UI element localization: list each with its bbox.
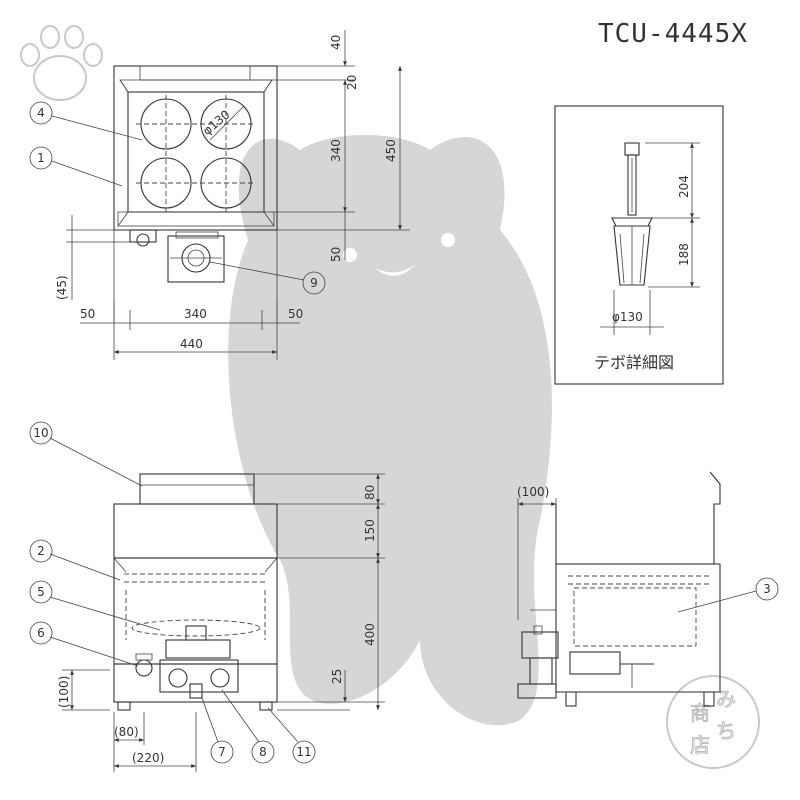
stamp-char-2: ち <box>716 719 736 743</box>
callout-8: 8 <box>221 689 275 764</box>
dim-basket-188: 188 <box>677 243 691 266</box>
svg-text:11: 11 <box>296 745 311 759</box>
shop-stamp-icon: 商 み ち 店 <box>666 675 760 769</box>
dim-basket-dia: φ130 <box>612 310 643 324</box>
svg-text:1: 1 <box>37 151 45 165</box>
dim-bottom-50: 50 <box>329 247 343 262</box>
svg-text:3: 3 <box>763 582 771 596</box>
callout-11: 11 <box>267 707 316 764</box>
front-view-dimensions <box>62 473 385 772</box>
svg-text:10: 10 <box>33 426 48 440</box>
cat-face-icon <box>343 233 455 276</box>
svg-text:6: 6 <box>37 626 45 640</box>
svg-text:2: 2 <box>37 544 45 558</box>
dim-width-340: 340 <box>184 307 207 321</box>
dim-height-450: 450 <box>384 139 398 162</box>
callout-4: 4 <box>29 101 143 141</box>
detail-caption: テボ詳細図 <box>594 353 674 372</box>
dim-height-340: 340 <box>329 139 343 162</box>
cat-watermark-icon <box>228 135 552 726</box>
top-view-dimensions <box>66 30 410 360</box>
dim-side-45: (45) <box>55 275 69 300</box>
model-title: TCU-4445X <box>598 19 748 49</box>
stamp-char-4: 店 <box>690 733 710 757</box>
callout-2: 2 <box>29 539 121 581</box>
callout-9: 9 <box>209 261 326 295</box>
callout-5: 5 <box>29 580 161 631</box>
svg-text:9: 9 <box>310 276 318 290</box>
svg-text:7: 7 <box>218 745 226 759</box>
dim-right-50: 50 <box>288 307 303 321</box>
callout-10: 10 <box>29 421 143 487</box>
side-view <box>517 471 721 707</box>
stamp-char-1: み <box>716 687 736 711</box>
basket-detail-box <box>554 105 724 385</box>
callout-7: 7 <box>201 697 234 764</box>
dim-front-25: 25 <box>330 669 344 684</box>
stamp-char-3: 商 <box>690 701 710 725</box>
svg-text:5: 5 <box>37 585 45 599</box>
dim-front-80: 80 <box>363 485 377 500</box>
dim-top-20: 20 <box>345 75 359 90</box>
paw-icon <box>20 25 103 101</box>
front-view <box>113 473 278 711</box>
callout-6: 6 <box>29 621 139 667</box>
dim-side-100: (100) <box>517 485 549 499</box>
svg-text:4: 4 <box>37 106 45 120</box>
dim-left-50: 50 <box>80 307 95 321</box>
side-view-dimensions <box>517 498 557 620</box>
dim-width-440: 440 <box>180 337 203 351</box>
dim-top-40: 40 <box>329 35 343 50</box>
dim-front-w220: (220) <box>132 751 164 765</box>
svg-text:8: 8 <box>259 745 267 759</box>
dim-front-400: 400 <box>363 623 377 646</box>
dim-front-100: (100) <box>57 676 71 708</box>
dim-front-w80: (80) <box>114 725 139 739</box>
dim-front-150: 150 <box>363 519 377 542</box>
callouts: 1 4 9 10 2 5 6 <box>29 101 779 764</box>
callout-1: 1 <box>29 146 123 187</box>
callout-3: 3 <box>677 577 779 613</box>
dim-basket-204: 204 <box>677 175 691 198</box>
